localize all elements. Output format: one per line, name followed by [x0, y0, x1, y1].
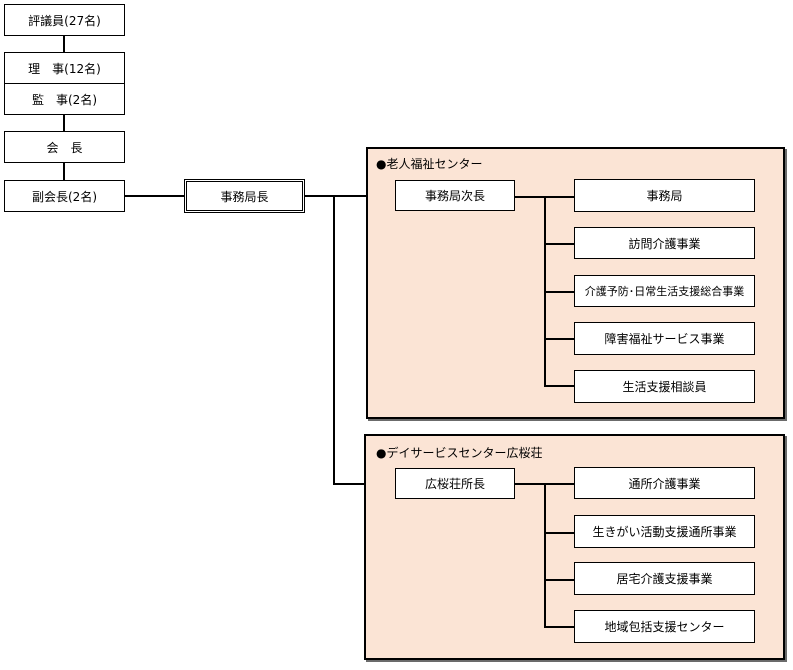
directors-label: 理 事(12名): [28, 61, 101, 76]
chairman-box: 会 長: [4, 131, 125, 163]
kososo-director-box: 広桜荘所長: [395, 468, 515, 499]
councilors-label: 評議員(27名): [28, 13, 101, 28]
day-unit-label: 地域包括支援センター: [604, 620, 725, 634]
vice-chairman-box: 副会長(2名): [4, 180, 125, 212]
elderly-unit-box: 訪問介護事業: [574, 227, 755, 259]
day-service-center-title: ●デイサービスセンター広桜荘: [376, 446, 543, 460]
elderly-unit-box: 障害福祉サービス事業: [574, 322, 755, 355]
elderly-branch-5: [544, 385, 574, 387]
elderly-unit-label: 事務局: [646, 189, 683, 203]
elderly-unit-label: 訪問介護事業: [628, 236, 701, 251]
elderly-unit-label: 生活支援相談員: [622, 380, 707, 394]
day-branch-2: [544, 532, 574, 534]
deputy-secretary-box: 事務局次長: [395, 180, 515, 211]
auditors-label: 監 事(2名): [32, 92, 97, 107]
councilors-box: 評議員(27名): [4, 4, 125, 36]
connector-chairman-vice: [63, 163, 65, 180]
day-branch-4: [544, 626, 574, 628]
day-unit-box: 生きがい活動支援通所事業: [574, 515, 755, 548]
day-branch-vertical: [544, 483, 546, 628]
kososo-director-label: 広桜荘所長: [424, 477, 485, 491]
connector-secgen-deputy: [304, 195, 395, 197]
deputy-secretary-label: 事務局次長: [424, 189, 485, 203]
day-unit-label: 居宅介護支援事業: [616, 572, 713, 586]
connector-councilors-directors: [63, 36, 65, 52]
vice-chairman-label: 副会長(2名): [32, 189, 97, 204]
secretary-general-box: 事務局長: [184, 179, 305, 213]
day-unit-label: 通所介護事業: [628, 476, 701, 491]
day-unit-box: 居宅介護支援事業: [574, 562, 755, 595]
day-unit-box: 通所介護事業: [574, 467, 755, 499]
day-branch-3: [544, 579, 574, 581]
elderly-unit-label: 障害福祉サービス事業: [604, 332, 725, 346]
elderly-branch-4: [544, 338, 574, 340]
elderly-unit-box: 事務局: [574, 179, 755, 212]
elderly-branch-3: [544, 291, 574, 293]
chairman-label: 会 長: [46, 140, 83, 155]
connector-vice-secgen: [125, 195, 184, 197]
secretary-general-label: 事務局長: [220, 189, 269, 204]
day-unit-box: 地域包括支援センター: [574, 610, 755, 643]
elderly-branch-2: [544, 243, 574, 245]
directors-box: 理 事(12名): [4, 52, 125, 84]
elderly-unit-box: 介護予防･日常生活支援総合事業: [574, 275, 755, 307]
elderly-welfare-center-title: ●老人福祉センター: [376, 157, 483, 171]
connector-auditors-chairman: [63, 115, 65, 131]
auditors-box: 監 事(2名): [4, 83, 125, 115]
elderly-unit-label: 介護予防･日常生活支援総合事業: [584, 285, 745, 298]
day-unit-label: 生きがい活動支援通所事業: [592, 525, 737, 539]
elderly-unit-box: 生活支援相談員: [574, 370, 755, 403]
connector-trunk-vertical: [333, 195, 335, 485]
